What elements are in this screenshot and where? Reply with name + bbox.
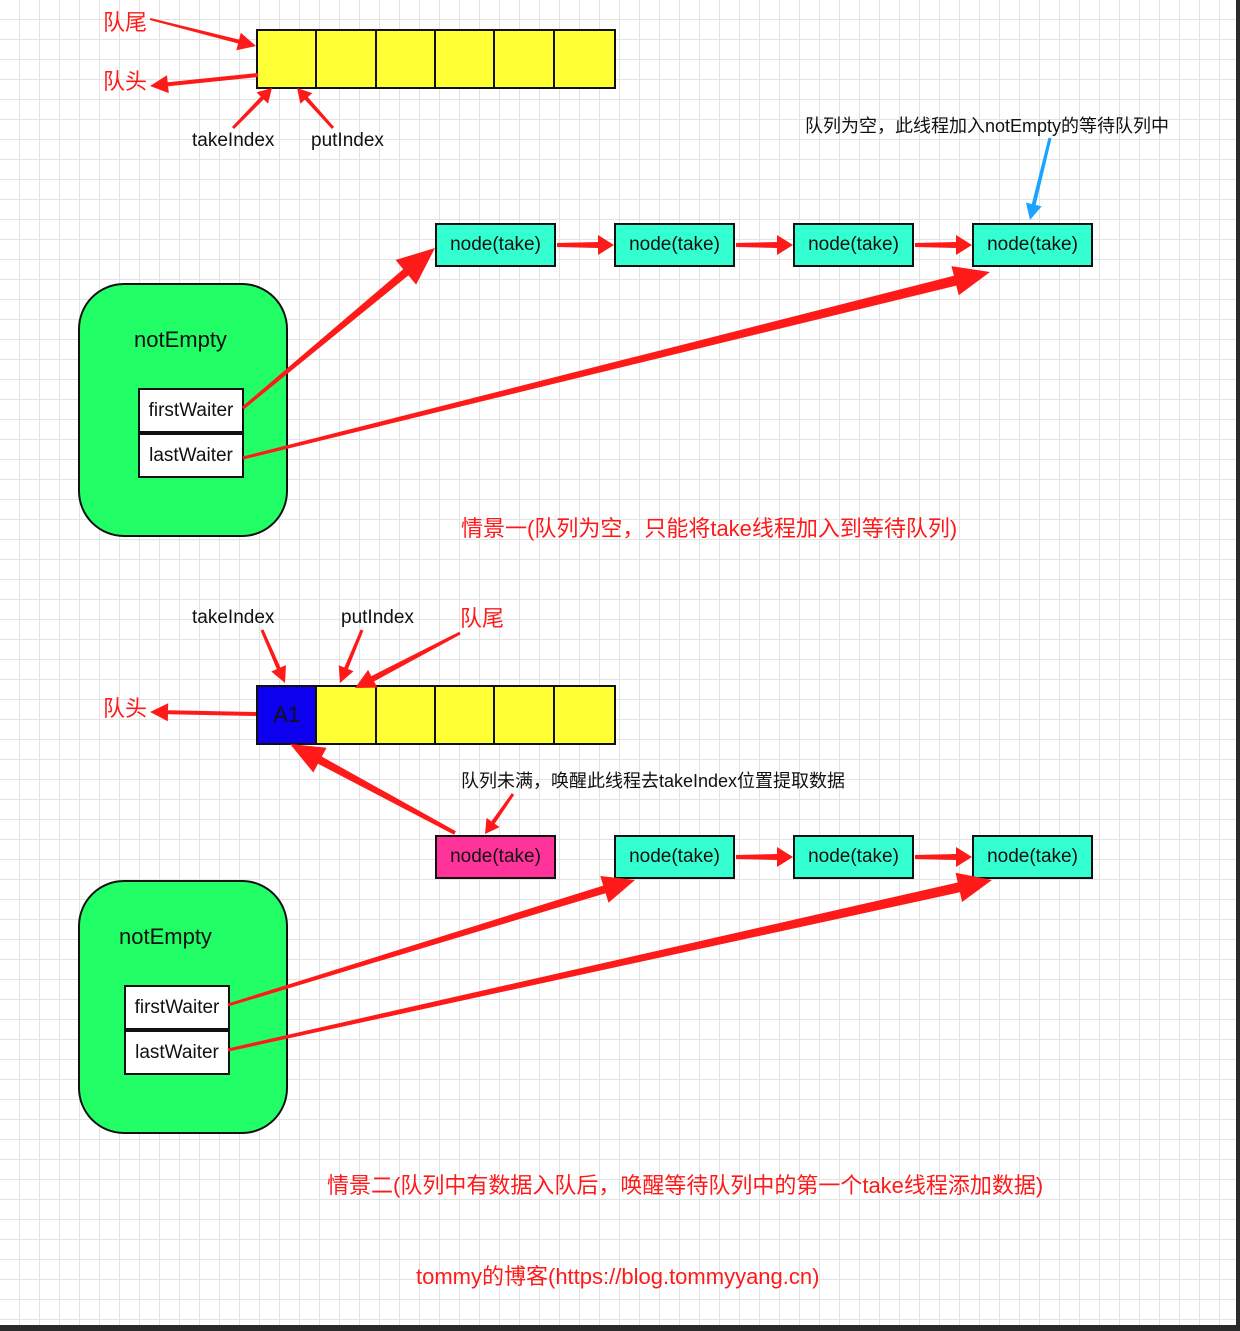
scenario-2-caption: 情景二(队列中有数据入队后，唤醒等待队列中的第一个take线程添加数据) bbox=[327, 1173, 1044, 1198]
tail-label-1: 队尾 bbox=[103, 10, 148, 35]
node-take: node(take) bbox=[614, 835, 735, 879]
last-waiter-arrow bbox=[242, 266, 991, 460]
condition-title: notEmpty bbox=[119, 924, 212, 949]
head-label-2: 队头 bbox=[103, 696, 148, 721]
wait-queue-pointer-arrow bbox=[1026, 137, 1052, 220]
node-take: node(take) bbox=[435, 223, 556, 267]
array-queue-1 bbox=[256, 29, 616, 89]
node-link-arrow bbox=[736, 847, 793, 867]
put-index-arrow bbox=[297, 88, 335, 129]
head-pointer-arrow bbox=[150, 73, 259, 94]
node-take: node(take) bbox=[972, 835, 1093, 879]
queue-slot bbox=[317, 31, 377, 87]
queue-slot bbox=[495, 31, 555, 87]
take-index-label-1: takeIndex bbox=[192, 130, 275, 151]
window-bottom-edge bbox=[0, 1325, 1240, 1331]
head-pointer-arrow bbox=[150, 703, 256, 722]
waiting-note: 队列为空，此线程加入notEmpty的等待队列中 bbox=[805, 116, 1170, 136]
last-waiter-field: lastWaiter bbox=[124, 1030, 230, 1075]
tail-pointer-arrow bbox=[149, 18, 256, 51]
tail-pointer-arrow bbox=[355, 631, 461, 688]
queue-slot bbox=[554, 687, 615, 743]
awakened-node-take: node(take) bbox=[435, 835, 556, 879]
put-index-label-2: putIndex bbox=[341, 607, 414, 628]
first-waiter-arrow bbox=[242, 248, 435, 410]
tail-label-2: 队尾 bbox=[460, 606, 505, 631]
scenario-1-caption: 情景一(队列为空，只能将take线程加入到等待队列) bbox=[461, 516, 958, 541]
array-queue-2: A1 bbox=[256, 685, 616, 745]
queue-slot bbox=[495, 687, 555, 743]
awaken-arrow bbox=[290, 744, 456, 835]
node-take: node(take) bbox=[614, 223, 735, 267]
queue-slot bbox=[436, 687, 496, 743]
wake-note-arrow bbox=[485, 793, 515, 834]
node-link-arrow bbox=[915, 235, 972, 255]
put-index-label-1: putIndex bbox=[311, 130, 384, 151]
take-index-label-2: takeIndex bbox=[192, 607, 275, 628]
condition-title: notEmpty bbox=[134, 327, 227, 352]
queue-slot bbox=[317, 687, 377, 743]
not-empty-condition-1: notEmpty firstWaiter lastWaiter bbox=[78, 283, 288, 537]
node-link-arrow bbox=[915, 847, 972, 867]
queue-slot: A1 bbox=[258, 687, 318, 743]
node-take: node(take) bbox=[793, 223, 914, 267]
queue-slot bbox=[554, 31, 615, 87]
node-take: node(take) bbox=[793, 835, 914, 879]
queue-slot bbox=[376, 31, 437, 87]
last-waiter-field: lastWaiter bbox=[138, 433, 244, 478]
queue-slot bbox=[258, 31, 318, 87]
node-take: node(take) bbox=[972, 223, 1093, 267]
first-waiter-field: firstWaiter bbox=[124, 985, 230, 1030]
node-link-arrow bbox=[736, 235, 793, 255]
window-right-edge bbox=[1236, 0, 1240, 1331]
head-label-1: 队头 bbox=[103, 69, 148, 94]
put-index-arrow bbox=[338, 629, 364, 683]
last-waiter-arrow bbox=[227, 872, 992, 1052]
queue-slot bbox=[436, 31, 496, 87]
queue-slot bbox=[376, 687, 437, 743]
wake-note: 队列未满，唤醒此线程去takeIndex位置提取数据 bbox=[461, 771, 846, 791]
take-index-arrow bbox=[260, 629, 286, 683]
take-index-arrow bbox=[231, 88, 272, 129]
first-waiter-arrow bbox=[227, 876, 635, 1007]
first-waiter-field: firstWaiter bbox=[138, 388, 244, 433]
not-empty-condition-2: notEmpty firstWaiter lastWaiter bbox=[78, 880, 288, 1134]
footer-credit: tommy的博客(https://blog.tommyyang.cn) bbox=[416, 1264, 820, 1289]
node-link-arrow bbox=[557, 235, 614, 255]
